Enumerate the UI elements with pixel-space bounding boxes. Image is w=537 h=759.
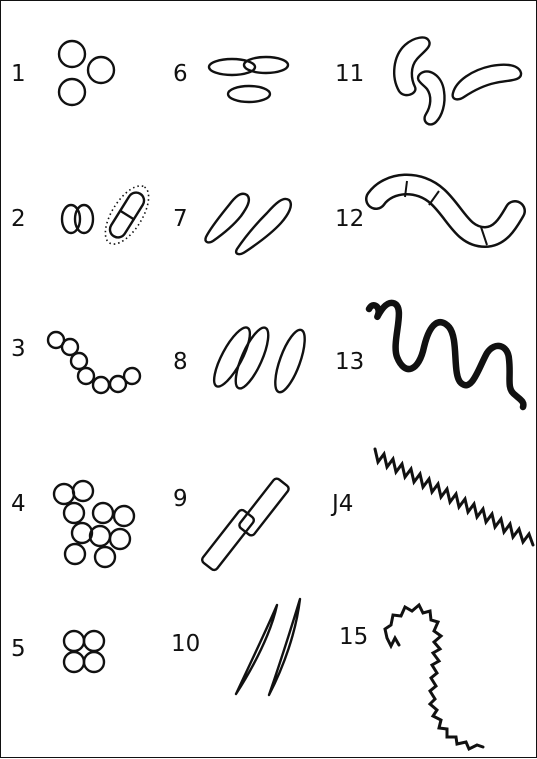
shape-3-streptococci [48,332,140,393]
shape-8-fusiform [208,323,311,395]
label-3: 3 [11,336,26,362]
shape-12-spirillum [376,181,515,245]
label-8: 8 [173,349,188,375]
shape-10-needles [236,599,300,695]
label-6: 6 [173,61,188,87]
label-15: 15 [339,624,368,650]
shape-5-tetrad [64,631,104,672]
shape-9-rod-chain [201,477,291,572]
label-2: 2 [11,206,26,232]
shape-14-treponema [375,449,533,545]
label-10: 10 [171,631,200,657]
label-13: 13 [335,349,364,375]
label-14: J4 [330,491,353,517]
shape-1-cocci [59,41,114,105]
label-4: 4 [11,491,26,517]
shape-2-capsulated [62,179,157,251]
shape-6-short-rods [209,57,288,102]
shape-7-club-rods [205,194,290,254]
shape-15-coiled-spirochete [385,605,483,749]
shape-11-vibrios [394,38,521,125]
shape-4-staphylococci [54,481,134,567]
label-9: 9 [173,486,188,512]
shape-13-spirochete [369,303,523,407]
label-12: 12 [335,206,364,232]
label-1: 1 [11,61,26,87]
label-7: 7 [173,206,188,232]
label-11: 11 [335,61,364,87]
label-5: 5 [11,636,26,662]
